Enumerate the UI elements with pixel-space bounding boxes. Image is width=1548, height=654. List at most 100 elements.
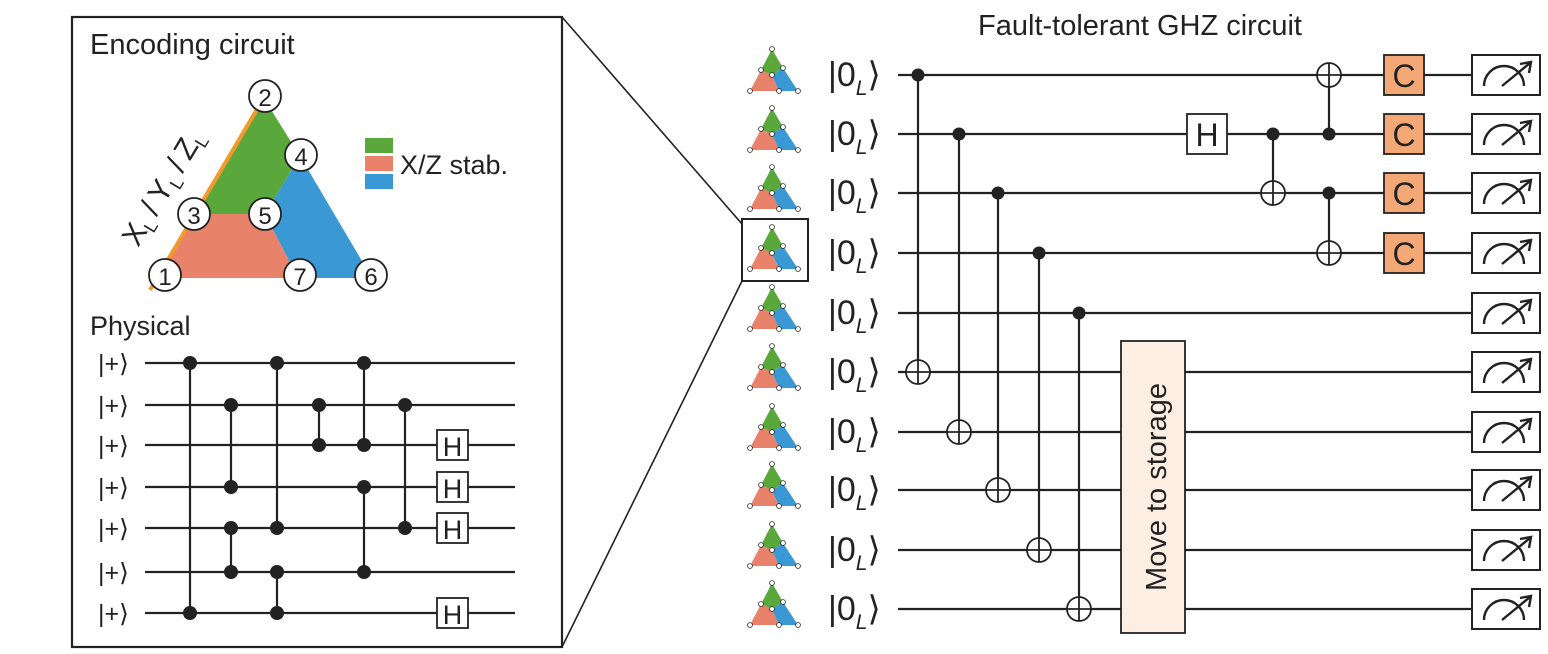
correction-label: C [1392,58,1415,94]
legend-label: X/Z stab. [400,150,508,180]
logical-zero-state: |0L⟩ [828,590,881,634]
control-dot [270,356,284,370]
control-dot [1072,306,1086,320]
qubit-node-7: 7 [283,258,317,292]
measurement-meter-icon [1471,588,1541,630]
measurement-meter-icon [1471,469,1541,511]
control-dot [1266,127,1280,141]
qubit-node-1: 1 [148,258,182,292]
logical-qubit-triangle-icon [747,105,801,153]
logical-qubit-triangle-icon [747,403,801,451]
control-dot [270,521,284,535]
logical-qubit-triangle-icon [747,224,801,272]
correction-label: C [1392,117,1415,153]
cnot-target [1316,62,1342,88]
physical-input-state: |+⟩ [98,600,129,628]
hadamard-gate: H [436,429,469,462]
physical-input-state: |+⟩ [98,432,129,460]
measurement-meter-icon [1471,54,1541,96]
move-to-storage-label: Move to storage [1141,383,1173,591]
correction-label: C [1392,236,1415,272]
logical-zero-state: |0L⟩ [828,56,881,100]
ghz-title: Fault-tolerant GHZ circuit [978,10,1302,42]
hadamard-gate: H [436,597,469,630]
logical-operator-line [148,82,274,292]
qubit-node-3: 3 [177,197,211,231]
logical-qubit-triangle-icon [747,343,801,391]
measurement-meter-icon [1471,529,1541,571]
cnot-target [1066,596,1092,622]
control-dot [357,438,371,452]
logical-qubit-triangle-icon [747,284,801,332]
logical-zero-state: |0L⟩ [828,234,881,278]
measurement-meter-icon [1471,351,1541,393]
encoding-title: Encoding circuit [90,29,295,61]
control-dot [312,438,326,452]
control-dot [270,606,284,620]
qubit-node-2: 2 [248,79,282,113]
qubit-node-5: 5 [248,197,282,231]
logical-qubit-triangle-icon [747,164,801,212]
cnot-target [985,477,1011,503]
correction-gate: C [1383,113,1425,155]
physical-input-state: |+⟩ [98,559,129,587]
logical-qubit-triangle-icon [747,580,801,628]
legend-swatch-blue [365,174,393,189]
qubit-node-4: 4 [284,138,318,172]
control-dot [398,521,412,535]
stabilizer-legend: X/Z stab. [365,138,508,189]
qubit-number-6: 6 [364,264,377,291]
qubit-number-4: 4 [294,144,307,171]
hadamard-gate: H [436,512,469,545]
control-dot [952,127,966,141]
cnot-target [905,359,931,385]
physical-input-state: |+⟩ [98,350,129,378]
control-dot [1322,186,1336,200]
zoom-line-top [561,16,743,225]
hadamard-label: H [443,432,463,462]
control-dot [183,606,197,620]
measurement-meter-icon [1471,113,1541,155]
measurement-meter-icon [1471,232,1541,274]
logical-zero-state: |0L⟩ [828,115,881,159]
hadamard-label: H [443,600,463,630]
control-dot [183,356,197,370]
qubit-number-1: 1 [158,264,171,291]
control-dot [398,398,412,412]
control-dot [1322,127,1336,141]
control-dot [312,398,326,412]
logical-qubit-triangle-icon [747,46,801,94]
correction-gate: C [1383,54,1425,96]
legend-swatch-red [365,156,393,171]
control-dot [357,480,371,494]
measurement-meter-icon [1471,172,1541,214]
correction-gate: C [1383,232,1425,274]
control-dot [1032,246,1046,260]
logical-zero-state: |0L⟩ [828,174,881,218]
green-plaquette [193,97,300,214]
measurement-meter-icon [1471,292,1541,334]
correction-label: C [1392,176,1415,212]
move-to-storage-block: Move to storage [1120,340,1186,634]
control-dot [911,68,925,82]
logical-zero-state: |0L⟩ [828,294,881,338]
zoom-highlight-box [741,218,809,282]
legend-swatch-green [365,138,393,153]
encoding-panel: Encoding circuit 1 2 3 4 5 6 7 XL/YL/ZL … [70,15,564,649]
hadamard-label: H [443,515,463,545]
control-dot [270,565,284,579]
control-dot [224,398,238,412]
logical-zero-state: |0L⟩ [828,413,881,457]
logical-qubit-triangle-icon [747,461,801,509]
logical-zero-state: |0L⟩ [828,531,881,575]
logical-zero-state: |0L⟩ [828,471,881,515]
control-dot [224,521,238,535]
logical-qubit-triangle-icon [747,521,801,569]
qubit-number-3: 3 [187,203,200,230]
control-dot [357,356,371,370]
qubit-node-6: 6 [354,258,388,292]
cnot-target [946,419,972,445]
qubit-number-7: 7 [293,264,306,291]
